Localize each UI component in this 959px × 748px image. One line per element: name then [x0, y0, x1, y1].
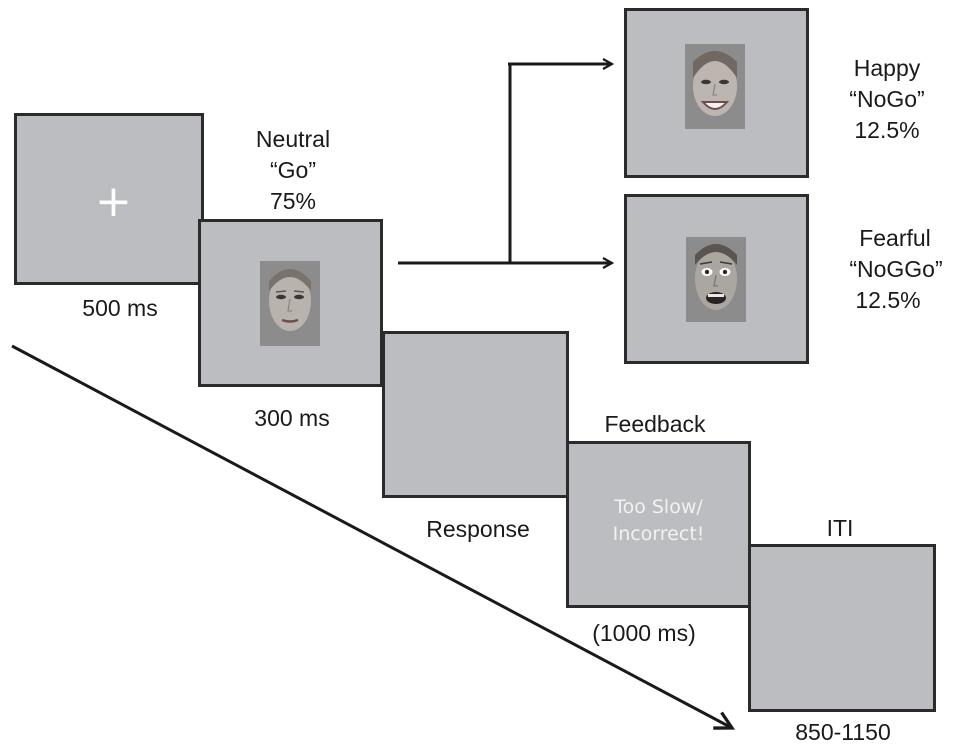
fearful-label: Fearful	[859, 225, 931, 251]
fixation-duration: 500 ms	[82, 295, 158, 321]
response-label: Response	[426, 516, 530, 542]
fearful-face-image	[686, 237, 746, 322]
fearful-trial-type: “NoGGo”	[849, 256, 943, 282]
neutral-trial-type: “Go”	[270, 157, 316, 183]
fixation-cross-icon: +	[95, 176, 132, 227]
fixation-screen: +	[14, 113, 204, 285]
feedback-screen: Too Slow/ Incorrect!	[566, 441, 751, 608]
fearful-face-screen	[624, 194, 809, 364]
happy-trial-type: “NoGo”	[849, 86, 925, 112]
neutral-face-image	[260, 261, 320, 346]
neutral-label: Neutral	[255, 126, 331, 152]
iti-duration: 850-1150	[795, 719, 891, 745]
response-screen	[382, 331, 569, 498]
neutral-percent: 75%	[269, 188, 317, 214]
feedback-message-line2: Incorrect!	[612, 523, 705, 545]
happy-label: Happy	[853, 55, 921, 81]
happy-face-screen	[624, 8, 809, 178]
iti-label: ITI	[826, 515, 854, 541]
iti-screen	[748, 544, 936, 712]
happy-face-image	[685, 44, 745, 129]
neutral-face-screen	[198, 219, 383, 387]
feedback-message-line1: Too Slow/	[614, 496, 703, 518]
happy-percent: 12.5%	[854, 117, 920, 143]
fearful-percent: 12.5%	[855, 287, 921, 313]
feedback-label: Feedback	[604, 411, 706, 437]
neutral-duration: 300 ms	[254, 405, 330, 431]
feedback-duration: (1000 ms)	[592, 620, 696, 646]
